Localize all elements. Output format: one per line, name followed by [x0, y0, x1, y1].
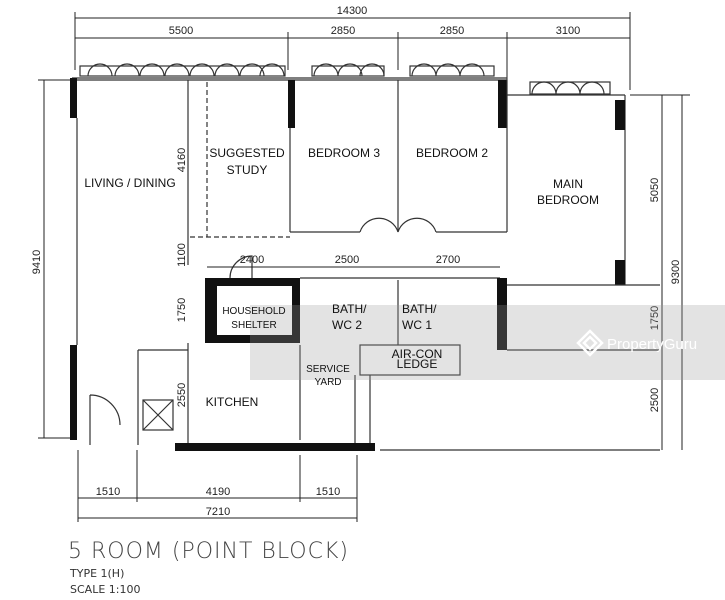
dim-left-inner-1: 4160 — [176, 148, 188, 172]
walls — [70, 77, 660, 451]
room-main-line1: MAIN — [553, 177, 583, 191]
inner-dimensions: 4160 1100 1750 2550 2400 2500 2700 — [176, 148, 500, 407]
room-main-line2: BEDROOM — [537, 193, 599, 207]
room-bedroom-2: BEDROOM 2 — [416, 146, 488, 160]
dim-right-total: 9300 — [670, 260, 682, 284]
dim-top-1: 5500 — [169, 25, 193, 37]
dim-bottom-1: 1510 — [96, 486, 120, 498]
watermark-text: PropertyGuru — [607, 336, 697, 353]
room-service-line1: SERVICE — [306, 364, 350, 375]
dim-bottom-2: 4190 — [206, 486, 230, 498]
dim-right-inner-3: 2500 — [649, 388, 661, 412]
dim-left-inner-3: 1750 — [176, 298, 188, 322]
room-study-line1: SUGGESTED — [209, 146, 285, 160]
room-shelter-line2: SHELTER — [231, 320, 276, 331]
dim-middle-1: 2400 — [240, 254, 264, 266]
left-dimension: 9410 — [31, 79, 70, 439]
room-labels: LIVING / DINING SUGGESTED STUDY BEDROOM … — [84, 146, 599, 409]
right-dimensions: 5050 1750 2500 9300 — [630, 94, 690, 450]
dim-left-total: 9410 — [31, 250, 43, 274]
room-aircon-line2: LEDGE — [397, 357, 438, 371]
room-kitchen: KITCHEN — [206, 395, 259, 409]
dim-bottom-total: 7210 — [206, 506, 230, 518]
room-bath2-line2: WC 2 — [332, 318, 362, 332]
plan-scale: SCALE 1:100 — [70, 583, 140, 596]
room-shelter-line1: HOUSEHOLD — [222, 306, 285, 317]
room-bath1-line1: BATH/ — [402, 302, 437, 316]
dim-left-inner-4: 2550 — [176, 383, 188, 407]
room-living-dining: LIVING / DINING — [84, 176, 175, 190]
windows — [79, 63, 611, 95]
dim-right-inner-2: 1750 — [649, 306, 661, 330]
room-study-line2: STUDY — [227, 163, 268, 177]
dim-overall-width: 14300 — [337, 5, 368, 17]
room-service-line2: YARD — [314, 377, 341, 388]
propertyguru-logo: PropertyGuru — [576, 329, 697, 357]
dim-top-3: 2850 — [440, 25, 464, 37]
top-dimensions: 14300 5500 2850 2850 3100 — [74, 5, 631, 90]
plan-type: TYPE 1(H) — [69, 567, 124, 580]
dim-top-4: 3100 — [556, 25, 580, 37]
dim-right-inner-1: 5050 — [649, 178, 661, 202]
room-bedroom-3: BEDROOM 3 — [308, 146, 380, 160]
bottom-dimensions: 1510 4190 1510 7210 — [77, 450, 358, 522]
room-aircon-line1: AIR-CON — [392, 347, 443, 361]
watermark-band — [250, 305, 725, 380]
plan-title: 5 ROOM (POINT BLOCK) — [68, 539, 349, 564]
dim-left-inner-2: 1100 — [176, 243, 188, 267]
dim-top-2: 2850 — [331, 25, 355, 37]
dim-bottom-3: 1510 — [316, 486, 340, 498]
room-bath1-line2: WC 1 — [402, 318, 432, 332]
dim-middle-3: 2700 — [436, 254, 460, 266]
room-bath2-line1: BATH/ — [332, 302, 367, 316]
dim-middle-2: 2500 — [335, 254, 359, 266]
